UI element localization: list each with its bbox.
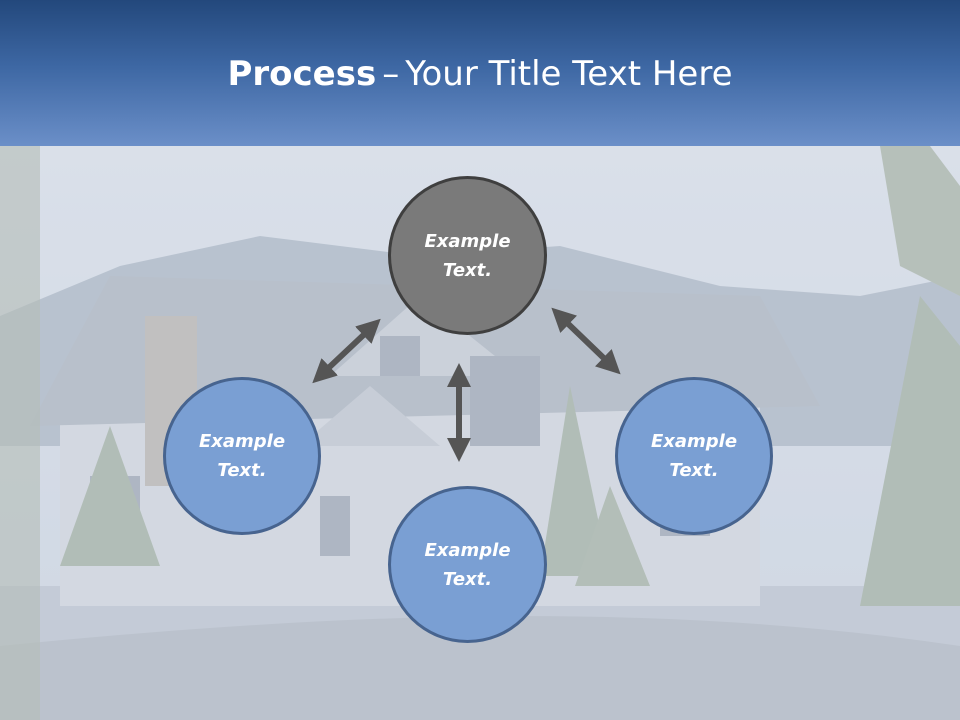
left-circle: Example Text. [163,377,321,535]
title-rest: Your Title Text Here [405,54,733,94]
right-circle: Example Text. [615,377,773,535]
slide-title: Process–Your Title Text Here [0,52,960,96]
title-bold: Process [227,54,377,94]
center-circle: Example Text. [388,176,547,335]
left-circle-label: Example Text. [198,431,286,481]
title-banner: Process–Your Title Text Here [0,0,960,146]
right-circle-label: Example Text. [650,431,738,481]
title-separator: – [382,54,400,94]
bottom-circle: Example Text. [388,486,547,643]
center-circle-label: Example Text. [424,230,511,281]
bottom-circle-label: Example Text. [424,539,511,590]
